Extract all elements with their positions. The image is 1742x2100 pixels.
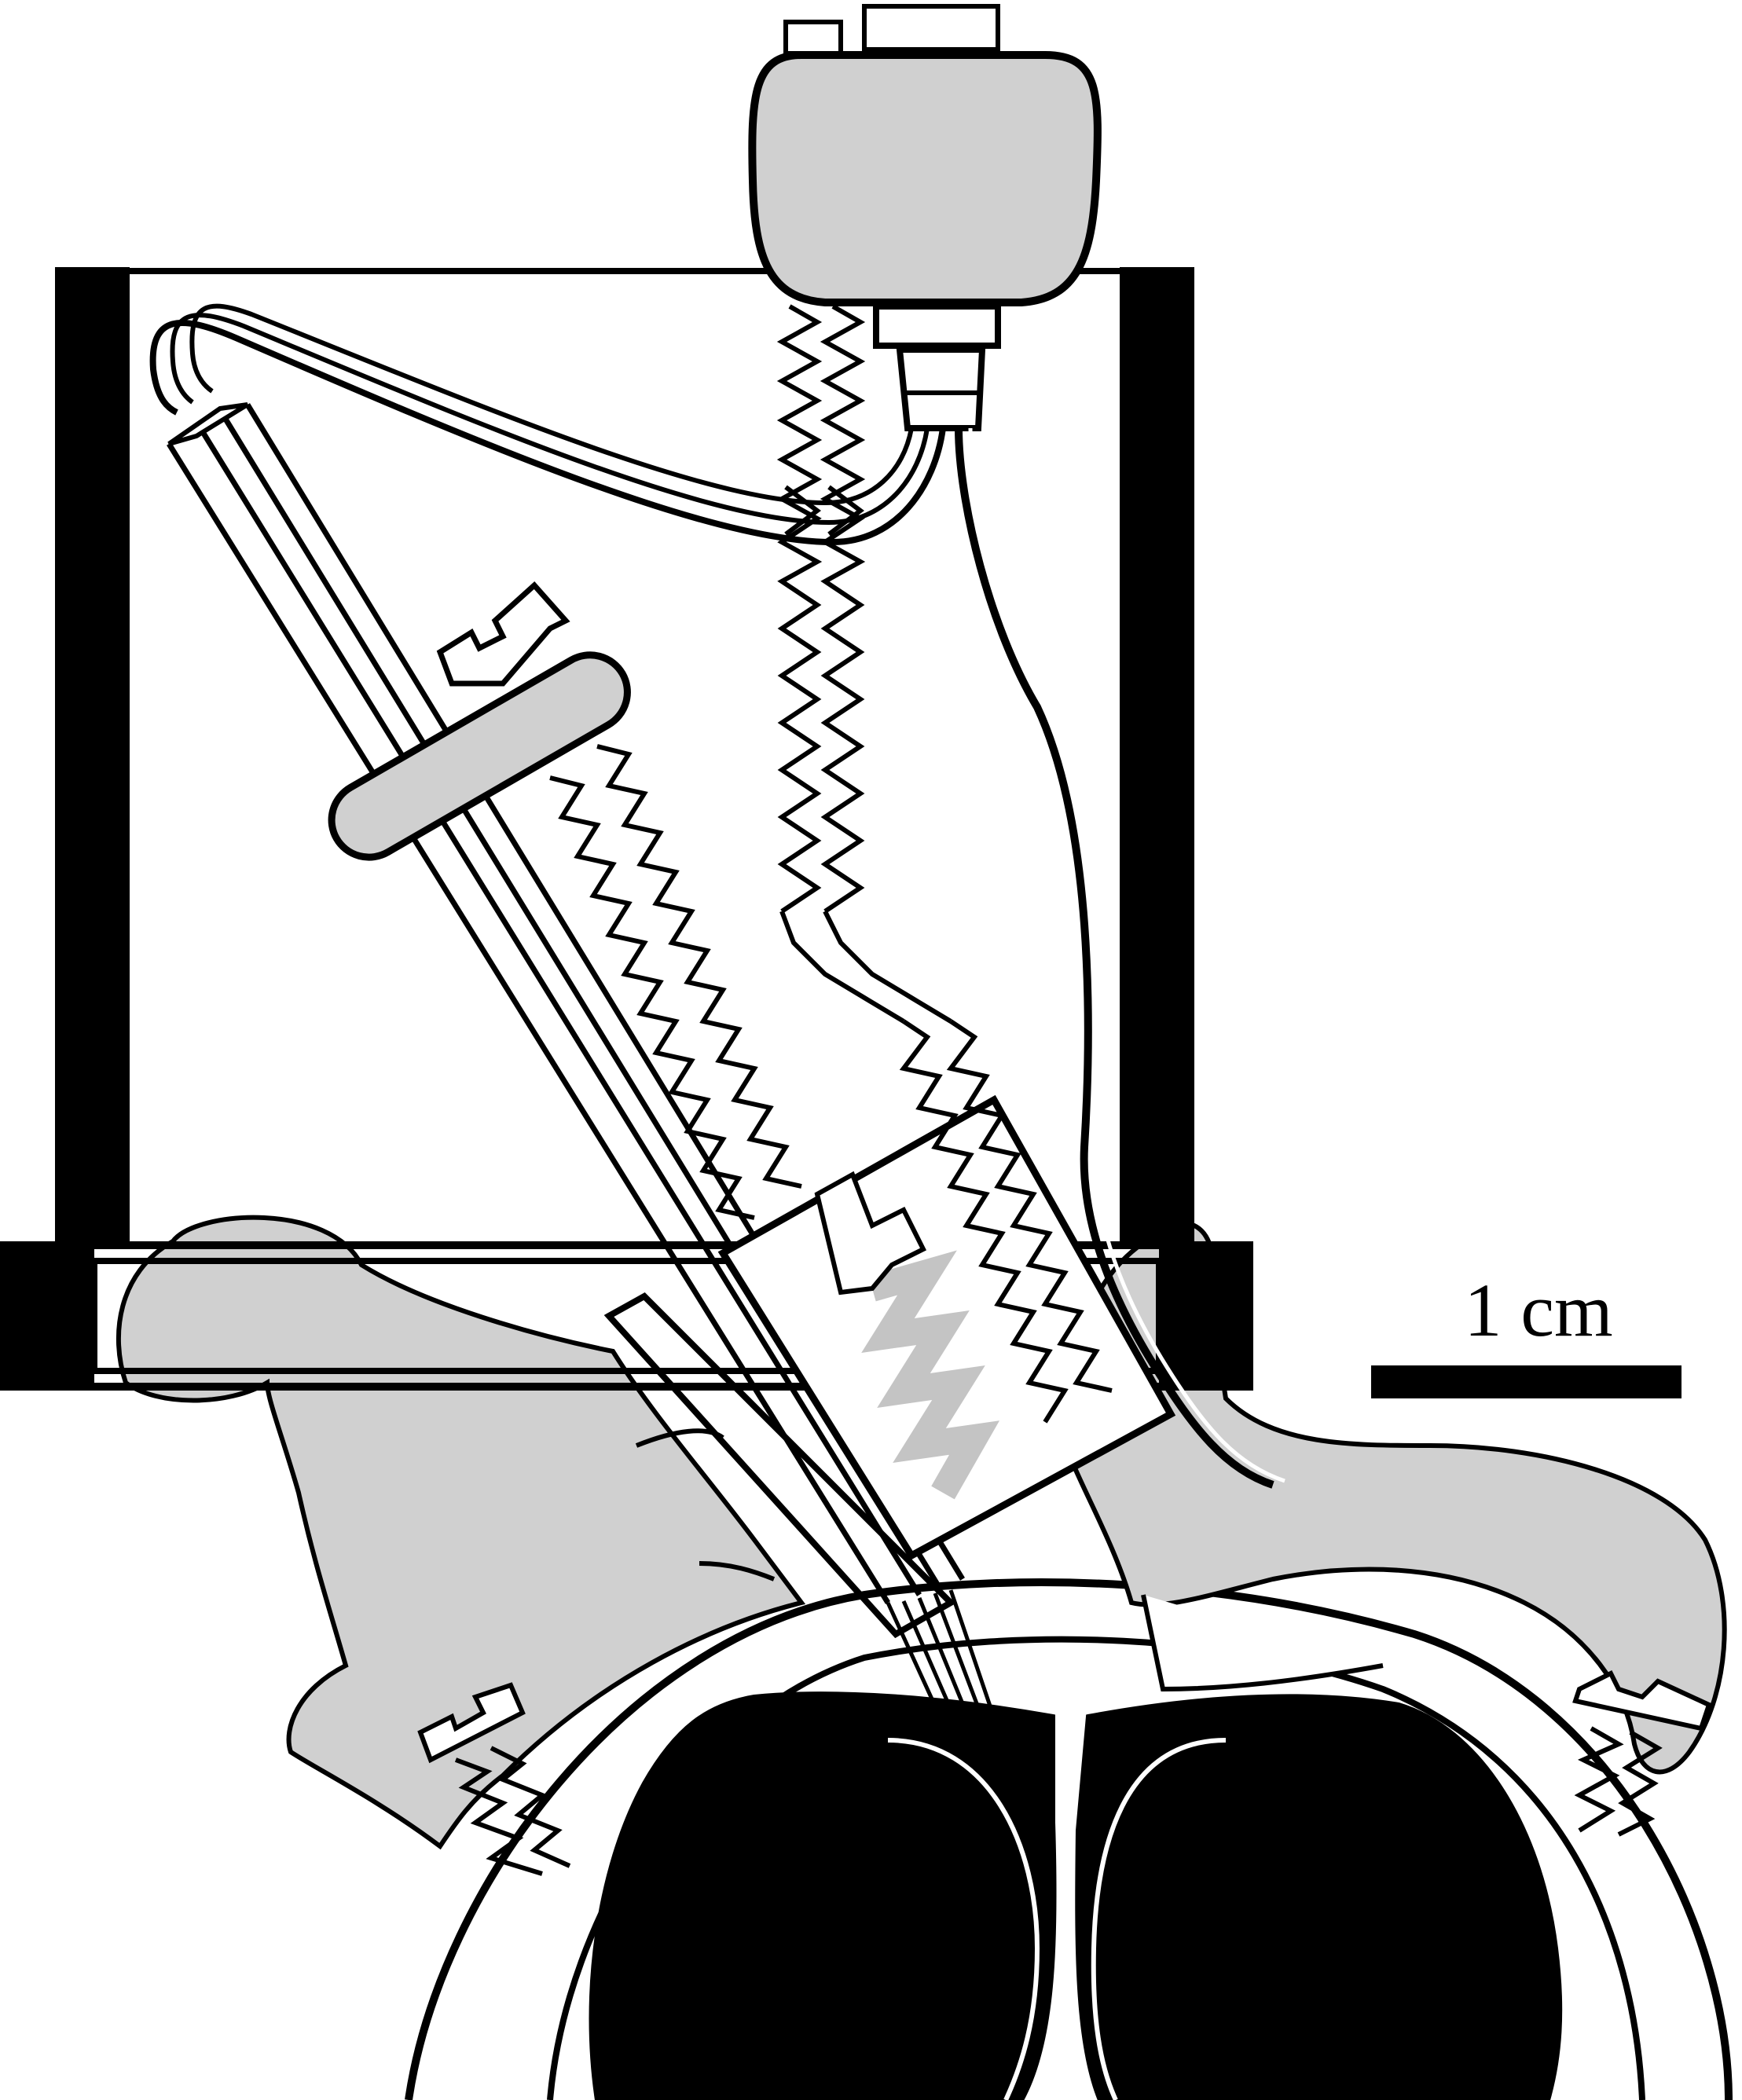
rubber-ring [328,651,631,861]
cement-right-step [1141,1594,1384,1692]
brain-right-sulcus [1091,1738,1227,2100]
spring-vertical-1 [776,304,823,914]
housing-base-frame [0,1241,1253,1391]
spring-vertical-tail-2 [823,910,952,1024]
drive-screw-head [436,581,570,687]
skull-and-brain [405,1578,1733,2100]
spring-diagonal-2 [596,744,802,1189]
cable-loop [149,303,946,546]
shaft-line-2 [198,427,922,1596]
microdrive [717,1094,1176,1560]
electrode-tips [886,1589,999,1742]
cable-loop-mid [170,313,930,526]
scale-bar: 1 cm [1371,1268,1681,1398]
brain-left-sulcus [887,1738,1040,2100]
scale-bar-line [1371,1365,1681,1398]
screw-right-thread [1574,1726,1624,1833]
screw-left-thread [454,1757,543,1876]
brain-left-hemisphere [589,1691,1057,2100]
cable-loop-outer [149,320,946,546]
screw-right-head [1572,1669,1712,1732]
connector-nozzle [896,346,986,431]
scale-bar-label: 1 cm [1464,1268,1612,1352]
ground-wire-inner [968,427,1285,1483]
connector-tab-left [783,20,843,56]
spring-vertical-tail-1 [779,910,905,1024]
spring-diagonal-4 [946,1019,1113,1393]
microdrive-bracket [814,1171,927,1296]
ground-wire [955,427,1274,1489]
housing-left-wall [55,267,130,1249]
diagonal-springs [549,744,1113,1424]
connector [748,4,1102,431]
housing-base-inner [91,1258,1162,1374]
connector-body [748,51,1102,306]
housing [0,267,1253,1391]
screw-left-thread-2 [490,1746,571,1868]
guide-cannula [603,1292,956,1639]
housing-right-wall [1120,267,1194,1249]
drive-screw [328,581,631,861]
spring-vertical-2 [820,304,866,914]
bone-screw-left [417,1682,571,1876]
brain-right-hemisphere [1075,1694,1563,2100]
housing-base-left [4,1245,94,1387]
screw-left-head [417,1682,526,1764]
spring-diagonal-3 [899,1019,1069,1424]
shaft-top-cap [167,402,249,446]
vertical-springs [776,304,952,1024]
microdrive-inner-spring [861,1250,1000,1500]
cable-crossing [784,485,864,537]
housing-base-right [1159,1245,1249,1387]
bone-screw-right [1572,1669,1712,1837]
connector-tab-center [862,4,1000,52]
screw-right-thread-2 [1617,1730,1663,1837]
shaft-line-1 [167,442,890,1604]
spring-diagonal-1 [549,775,755,1220]
cable-loop-inner [189,303,914,506]
connector-collar [873,303,1001,349]
